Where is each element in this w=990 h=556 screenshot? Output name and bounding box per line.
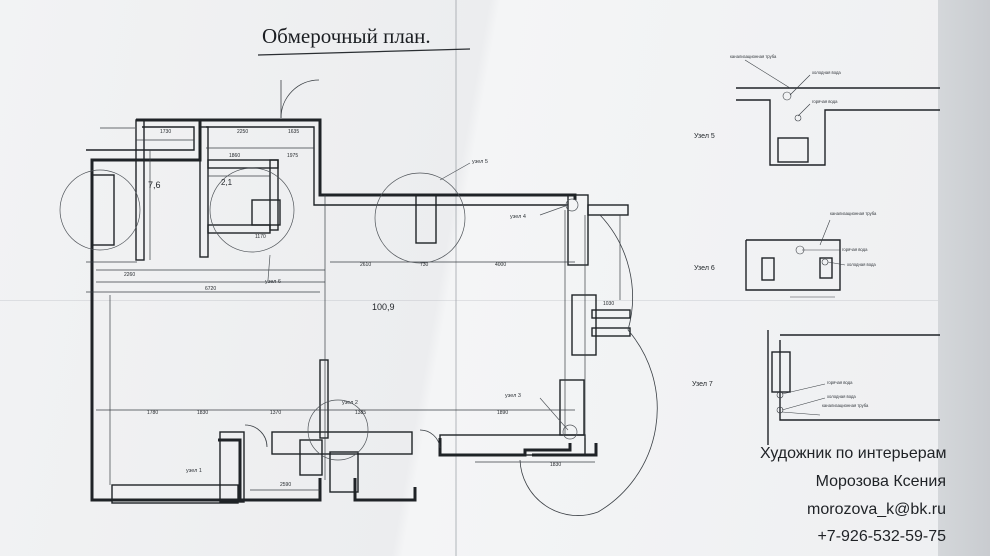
dim-label: 1030 bbox=[603, 301, 614, 307]
dim-label: 1830 bbox=[197, 410, 208, 416]
dim-label: 730 bbox=[420, 262, 429, 268]
dim-label: 1385 bbox=[355, 410, 366, 416]
paper-fold-horizontal bbox=[0, 300, 990, 301]
area-label-small-room: 7,6 bbox=[148, 180, 161, 190]
node-label: узел 3 bbox=[505, 393, 521, 399]
dim-label: 4000 bbox=[495, 262, 506, 268]
dim-label: 2590 bbox=[280, 482, 291, 488]
door-swings bbox=[244, 79, 658, 516]
node-label: узел 6 bbox=[265, 279, 281, 285]
node-label: узел 5 bbox=[472, 159, 488, 165]
detail-label-node-5: Узел 5 bbox=[694, 133, 715, 140]
paper-edge bbox=[938, 0, 990, 556]
dim-label: 1780 bbox=[147, 410, 158, 416]
node-label: узел 4 bbox=[510, 214, 526, 220]
pipe-label: горячая вода bbox=[842, 247, 868, 252]
outer-walls bbox=[90, 118, 598, 502]
signature-email: morozova_k@bk.ru bbox=[807, 501, 946, 518]
node-circles bbox=[59, 162, 579, 461]
pipe-label: канализационная труба bbox=[822, 403, 869, 408]
pipe-label: холодная вода bbox=[827, 394, 856, 399]
node-label: узел 2 bbox=[342, 400, 358, 406]
dim-label: 2250 bbox=[237, 129, 248, 135]
signature-name: Морозова Ксения bbox=[815, 473, 946, 490]
area-label-main-room: 100,9 bbox=[372, 302, 395, 312]
dim-label: 1730 bbox=[160, 129, 171, 135]
detail-label-node-7: Узел 7 bbox=[692, 381, 713, 388]
dim-label: 1975 bbox=[287, 153, 298, 159]
paper-fold-vertical bbox=[455, 0, 457, 556]
pipe-label: канализационная труба bbox=[830, 211, 877, 216]
dim-label: 1890 bbox=[497, 410, 508, 416]
detail-drawings bbox=[736, 87, 940, 445]
pipe-label: холодная вода bbox=[847, 262, 876, 267]
title-underline bbox=[257, 48, 471, 56]
pipe-label: горячая вода bbox=[827, 380, 853, 385]
pipe-label: холодная вода bbox=[812, 70, 841, 75]
dim-label: 1830 bbox=[550, 462, 561, 468]
dim-label: 1860 bbox=[229, 153, 240, 159]
signature-phone: +7-926-532-59-75 bbox=[817, 528, 946, 545]
dim-label: 1370 bbox=[270, 410, 281, 416]
pipe-label: горячая вода bbox=[812, 99, 838, 104]
dim-label: 6720 bbox=[205, 286, 216, 292]
dim-label: 2610 bbox=[360, 262, 371, 268]
dim-label: 1635 bbox=[288, 129, 299, 135]
drawing-title: Обмерочный план. bbox=[262, 24, 431, 48]
dim-label: 2260 bbox=[124, 272, 135, 278]
area-label-bathroom: 2,1 bbox=[221, 178, 233, 187]
pipe-label: канализационная труба bbox=[730, 54, 777, 59]
detail-label-node-6: Узел 6 bbox=[694, 265, 715, 272]
dim-label: 1170 bbox=[255, 234, 266, 240]
node-label: узел 1 bbox=[186, 468, 202, 474]
signature-role: Художник по интерьерам bbox=[760, 445, 947, 462]
